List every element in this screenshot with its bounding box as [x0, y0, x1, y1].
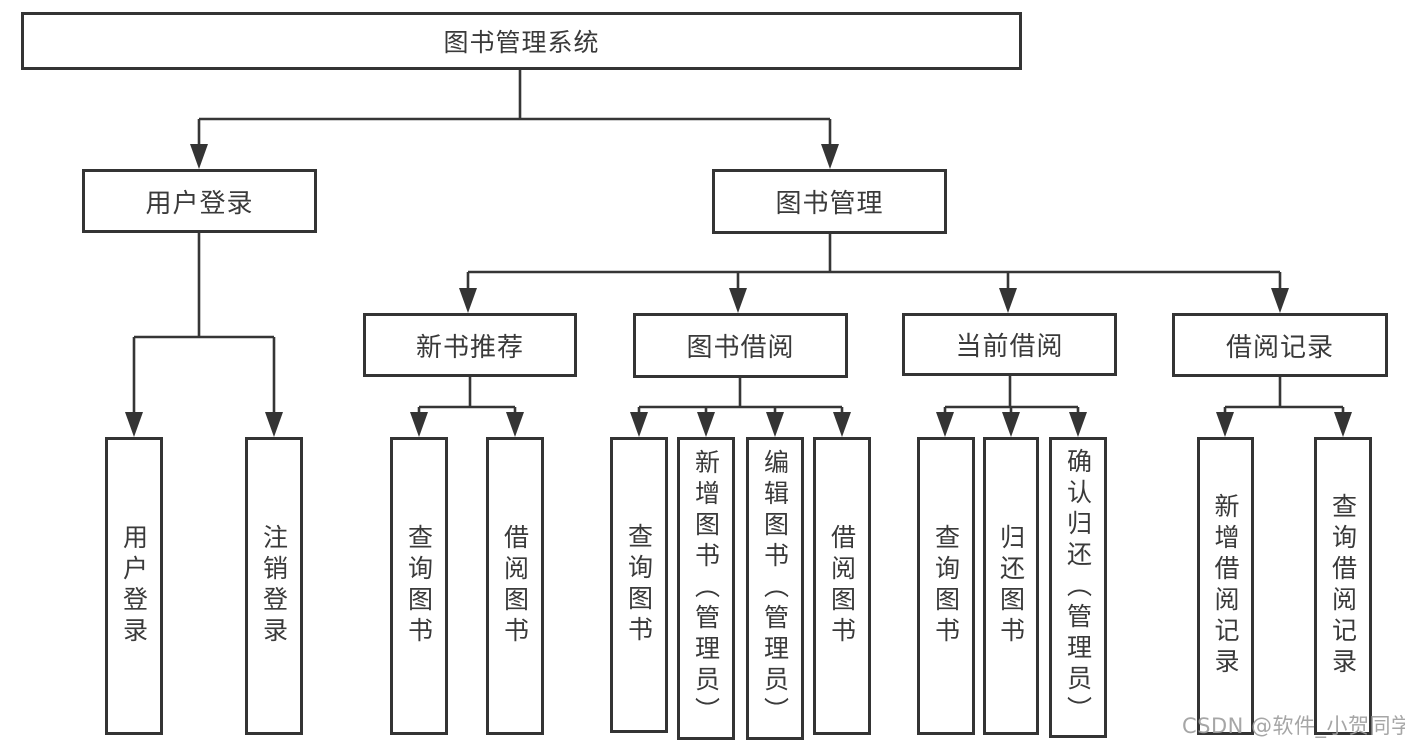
- leaf-query-borrow-record: 查询借阅记录: [1314, 437, 1372, 735]
- leaf-add-borrow-record: 新增借阅记录: [1197, 437, 1254, 735]
- leaf-label: 查询图书: [931, 524, 961, 648]
- node-new-book-recommend: 新书推荐: [363, 313, 577, 377]
- node-borrow-records: 借阅记录: [1172, 313, 1388, 377]
- leaf-label: 注销登录: [259, 524, 289, 648]
- leaf-user-login: 用户登录: [105, 437, 163, 735]
- leaf-label: 确认归还（管理员）: [1063, 448, 1093, 727]
- leaf-label: 查询借阅记录: [1328, 493, 1358, 679]
- leaf-logout: 注销登录: [245, 437, 303, 735]
- leaf-query-books-1: 查询图书: [390, 437, 448, 735]
- node-user-login: 用户登录: [82, 169, 317, 233]
- leaf-label: 借阅图书: [827, 524, 857, 648]
- leaf-query-books-3: 查询图书: [917, 437, 975, 735]
- node-label: 图书管理: [775, 189, 884, 219]
- leaf-label: 查询图书: [624, 523, 654, 647]
- leaf-edit-books-admin: 编辑图书（管理员）: [746, 437, 804, 740]
- node-label: 用户登录: [145, 188, 254, 219]
- leaf-add-books-admin: 新增图书（管理员）: [677, 437, 735, 740]
- leaf-label: 归还图书: [996, 524, 1026, 648]
- arrowhead-icons: [125, 144, 1352, 437]
- node-label: 借阅记录: [1225, 332, 1334, 363]
- leaf-label: 新增图书（管理员）: [691, 449, 721, 728]
- node-label: 图书管理系统: [443, 28, 600, 57]
- node-label: 当前借阅: [955, 332, 1064, 362]
- leaf-label: 查询图书: [404, 524, 434, 648]
- leaf-label: 用户登录: [119, 524, 149, 648]
- leaf-borrow-books-2: 借阅图书: [813, 437, 871, 735]
- leaf-label: 新增借阅记录: [1211, 493, 1240, 679]
- leaf-query-books-2: 查询图书: [610, 437, 668, 733]
- leaf-label: 编辑图书（管理员）: [760, 449, 790, 728]
- node-label: 新书推荐: [415, 332, 524, 363]
- node-book-borrow: 图书借阅: [633, 313, 848, 378]
- leaf-confirm-return-admin: 确认归还（管理员）: [1049, 437, 1107, 738]
- node-label: 图书借阅: [686, 333, 795, 363]
- leaf-return-books: 归还图书: [983, 437, 1039, 735]
- csdn-watermark: CSDN @软件_小贺同学: [1182, 714, 1405, 738]
- leaf-label: 借阅图书: [500, 524, 530, 648]
- node-library-management-system: 图书管理系统: [21, 12, 1022, 70]
- node-current-borrow: 当前借阅: [902, 313, 1117, 376]
- leaf-borrow-books-1: 借阅图书: [486, 437, 544, 735]
- node-book-management: 图书管理: [712, 169, 947, 234]
